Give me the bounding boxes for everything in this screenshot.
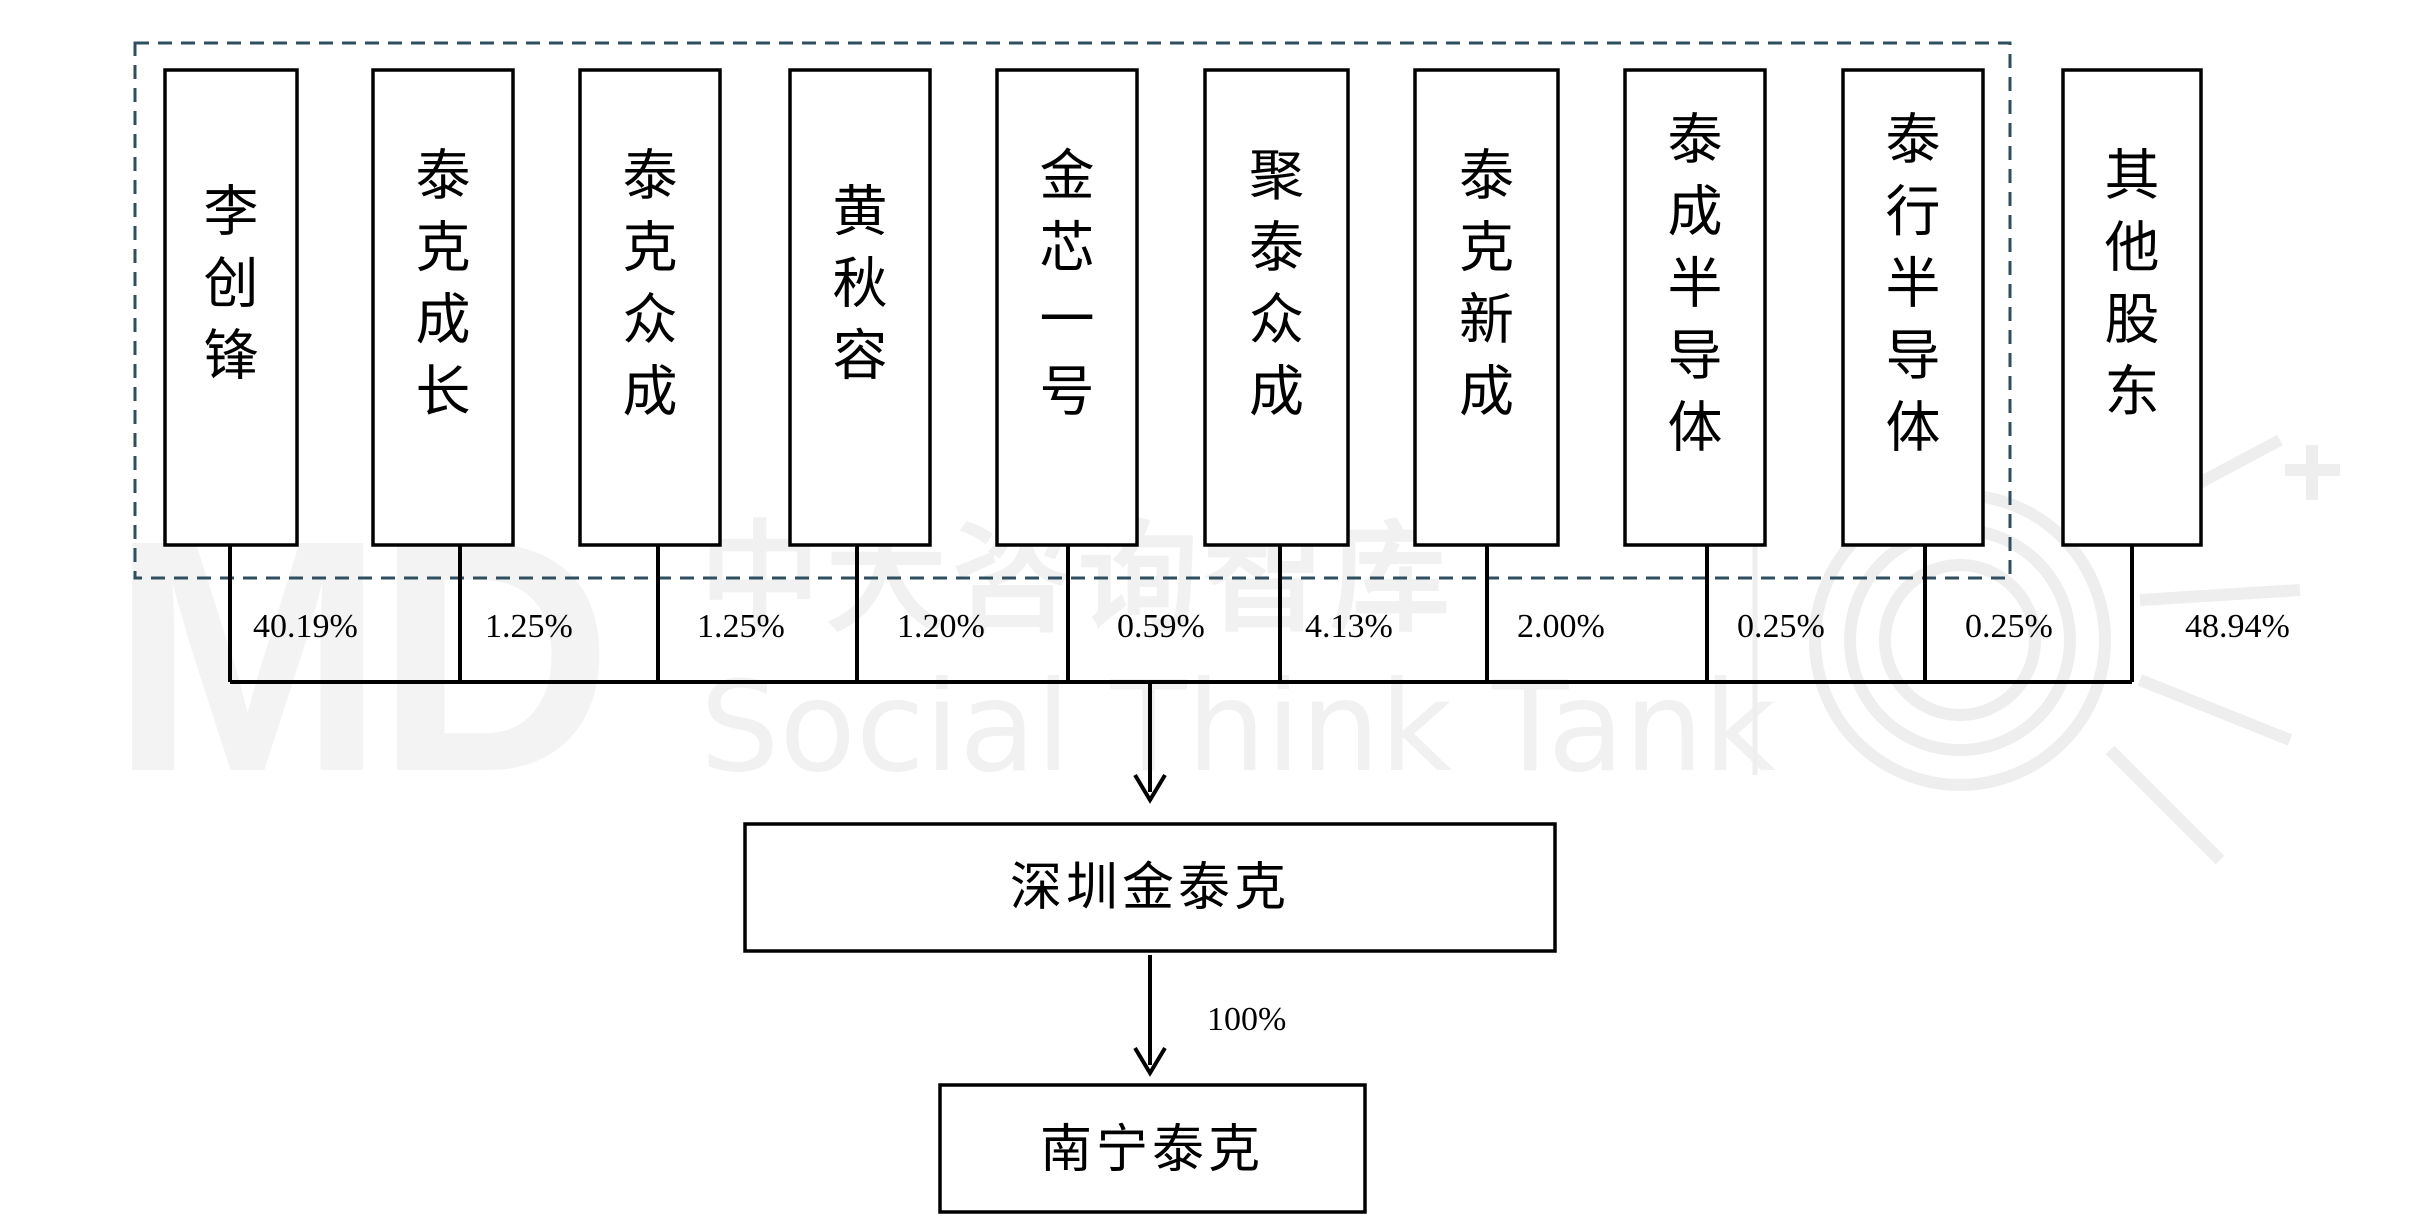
shareholder-box[interactable] (788, 68, 932, 547)
shareholder-box[interactable] (163, 68, 299, 547)
shareholder-box[interactable] (1203, 68, 1350, 547)
subsidiary-box[interactable] (938, 1083, 1367, 1214)
shareholder-box[interactable] (995, 68, 1139, 547)
dashed-group-border (133, 41, 2012, 580)
shareholder-name: 其他股东 (2104, 144, 2159, 424)
shareholder-pct: 0.25% (1737, 608, 1825, 645)
shareholder-name: 黄秋容 (832, 180, 887, 388)
shareholder-box[interactable] (1413, 68, 1560, 547)
shareholder-pct: 48.94% (2185, 608, 2290, 645)
shareholder-name: 金芯一号 (1039, 144, 1094, 424)
shareholder-pct: 4.13% (1305, 608, 1393, 645)
shareholder-box[interactable] (578, 68, 722, 547)
shareholder-box[interactable] (2061, 68, 2203, 547)
shareholder-name: 李创锋 (203, 180, 258, 388)
parent-name: 深圳金泰克 (1010, 858, 1290, 918)
shareholder-pct: 0.59% (1117, 608, 1205, 645)
shareholder-pct: 40.19% (253, 608, 358, 645)
shareholder-pct: 2.00% (1517, 608, 1605, 645)
shareholder-pct: 0.25% (1965, 608, 2053, 645)
shareholder-box[interactable] (371, 68, 515, 547)
shareholder-pct: 1.20% (897, 608, 985, 645)
parent-box[interactable] (743, 822, 1557, 953)
shareholder-name: 泰克新成 (1459, 144, 1514, 424)
shareholder-name: 泰克众成 (622, 144, 677, 424)
subsidiary-pct: 100% (1207, 1001, 1286, 1038)
shareholder-name: 泰行半导体 (1885, 108, 1940, 460)
shareholder-group: 李创锋 40.19% 泰克成长 1.25% 泰克众成 1.25% 黄秋容 1.20% 金芯一号 0… (163, 68, 2290, 682)
subsidiary-name: 南宁泰克 (1040, 1120, 1264, 1180)
shareholder-box[interactable] (1841, 68, 1985, 547)
shareholder-name: 聚泰众成 (1249, 144, 1304, 424)
arrow-to-parent-head-icon (1133, 773, 1167, 804)
shareholder-name: 泰成半导体 (1667, 108, 1722, 460)
shareholder-name: 泰克成长 (415, 144, 470, 424)
shareholder-box[interactable] (1623, 68, 1767, 547)
watermark-emblem-icon (1809, 434, 2340, 865)
watermark-en: Social Think Tank (700, 655, 1776, 800)
shareholder-pct: 1.25% (697, 608, 785, 645)
shareholder-pct: 1.25% (485, 608, 573, 645)
arrow-to-subsidiary-head-icon (1133, 1046, 1167, 1077)
